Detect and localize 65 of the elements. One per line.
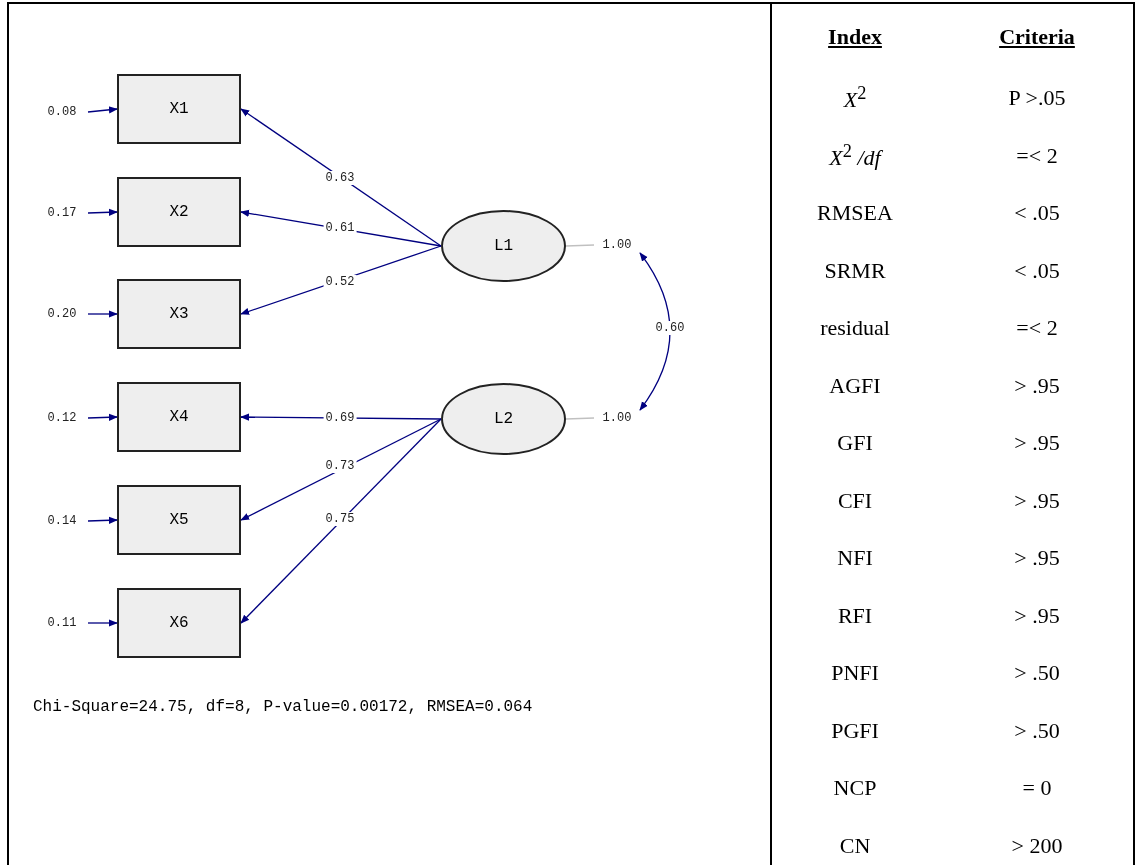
observed-variable-box: X6 <box>117 588 241 658</box>
observed-variable-box: X3 <box>117 279 241 349</box>
table-cell-text: > .95 <box>1014 602 1060 629</box>
edge-label: 0.63 <box>323 171 357 185</box>
value-text: 1.00 <box>594 408 640 428</box>
table-cell-text: < .05 <box>1014 200 1060 226</box>
table-cell-text: > .95 <box>1014 372 1060 399</box>
connector-line <box>565 417 595 420</box>
table-cell-text: NCP <box>833 775 877 801</box>
connector-line <box>565 244 595 247</box>
table-cell-text: > .95 <box>1014 545 1060 571</box>
arrow <box>87 619 118 627</box>
table-cell-text: PNFI <box>831 660 879 686</box>
arrow <box>240 418 442 521</box>
table-cell-text: P >.05 <box>1008 85 1066 111</box>
table-cell-text: X$^{2}$ /df <box>829 140 881 171</box>
table-cell-text: RFI <box>837 602 873 629</box>
value-text: 0.08 <box>36 101 88 123</box>
arrow <box>87 516 118 524</box>
arrow <box>87 413 118 421</box>
value-text: 0.20 <box>36 303 88 325</box>
table-cell-text: RMSEA <box>817 200 893 226</box>
table-cell-text: AGFI <box>829 372 881 399</box>
value-text: 0.17 <box>36 202 88 224</box>
double-headed-arrow <box>639 252 671 411</box>
arrow <box>87 106 118 114</box>
arrow <box>240 108 442 247</box>
column-header: Index <box>828 24 882 50</box>
table-cell-text: < .05 <box>1014 257 1060 284</box>
latent-variable-ellipse: L2 <box>441 383 566 455</box>
edge-label: 0.61 <box>323 221 357 235</box>
arrow <box>240 418 442 624</box>
table-cell-text: PGFI <box>831 717 879 744</box>
edge-label: 0.73 <box>323 459 357 473</box>
value-text: 0.12 <box>36 407 88 429</box>
table-cell-text: GFI <box>837 430 873 456</box>
table-cell-text: X$^{2}$ <box>843 82 867 114</box>
value-text: 1.00 <box>594 235 640 255</box>
observed-variable-box: X2 <box>117 177 241 247</box>
edge-label: 0.60 <box>653 321 687 335</box>
table-cell-text: CFI <box>837 487 873 514</box>
table-cell-text: > 200 <box>1011 832 1063 859</box>
table-cell-text: > .95 <box>1014 487 1060 514</box>
table-cell-text: NFI <box>837 545 873 571</box>
table-cell-text: > .50 <box>1014 717 1060 744</box>
latent-variable-ellipse: L1 <box>441 210 566 282</box>
table-cell-text: = 0 <box>1022 775 1052 801</box>
table-cell-text: CN <box>839 832 871 859</box>
value-text: 0.11 <box>36 612 88 634</box>
table-cell-text: =< 2 <box>1016 142 1058 169</box>
edge-label: 0.75 <box>323 512 357 526</box>
table-cell-text: SRMR <box>824 257 886 284</box>
table-cell-text: > .50 <box>1014 660 1060 686</box>
table-cell-text: residual <box>820 315 890 341</box>
table-cell-text: =< 2 <box>1016 315 1058 341</box>
edge-label: 0.52 <box>323 275 357 289</box>
observed-variable-box: X1 <box>117 74 241 144</box>
value-text: 0.14 <box>36 510 88 532</box>
fit-statistics-caption: Chi-Square=24.75, df=8, P-value=0.00172, RMSEA=0.064 <box>33 698 533 716</box>
arrow <box>87 208 118 216</box>
arrow <box>87 310 118 318</box>
observed-variable-box: X4 <box>117 382 241 452</box>
column-header: Criteria <box>999 24 1075 50</box>
observed-variable-box: X5 <box>117 485 241 555</box>
table-cell-text: > .95 <box>1014 430 1060 456</box>
